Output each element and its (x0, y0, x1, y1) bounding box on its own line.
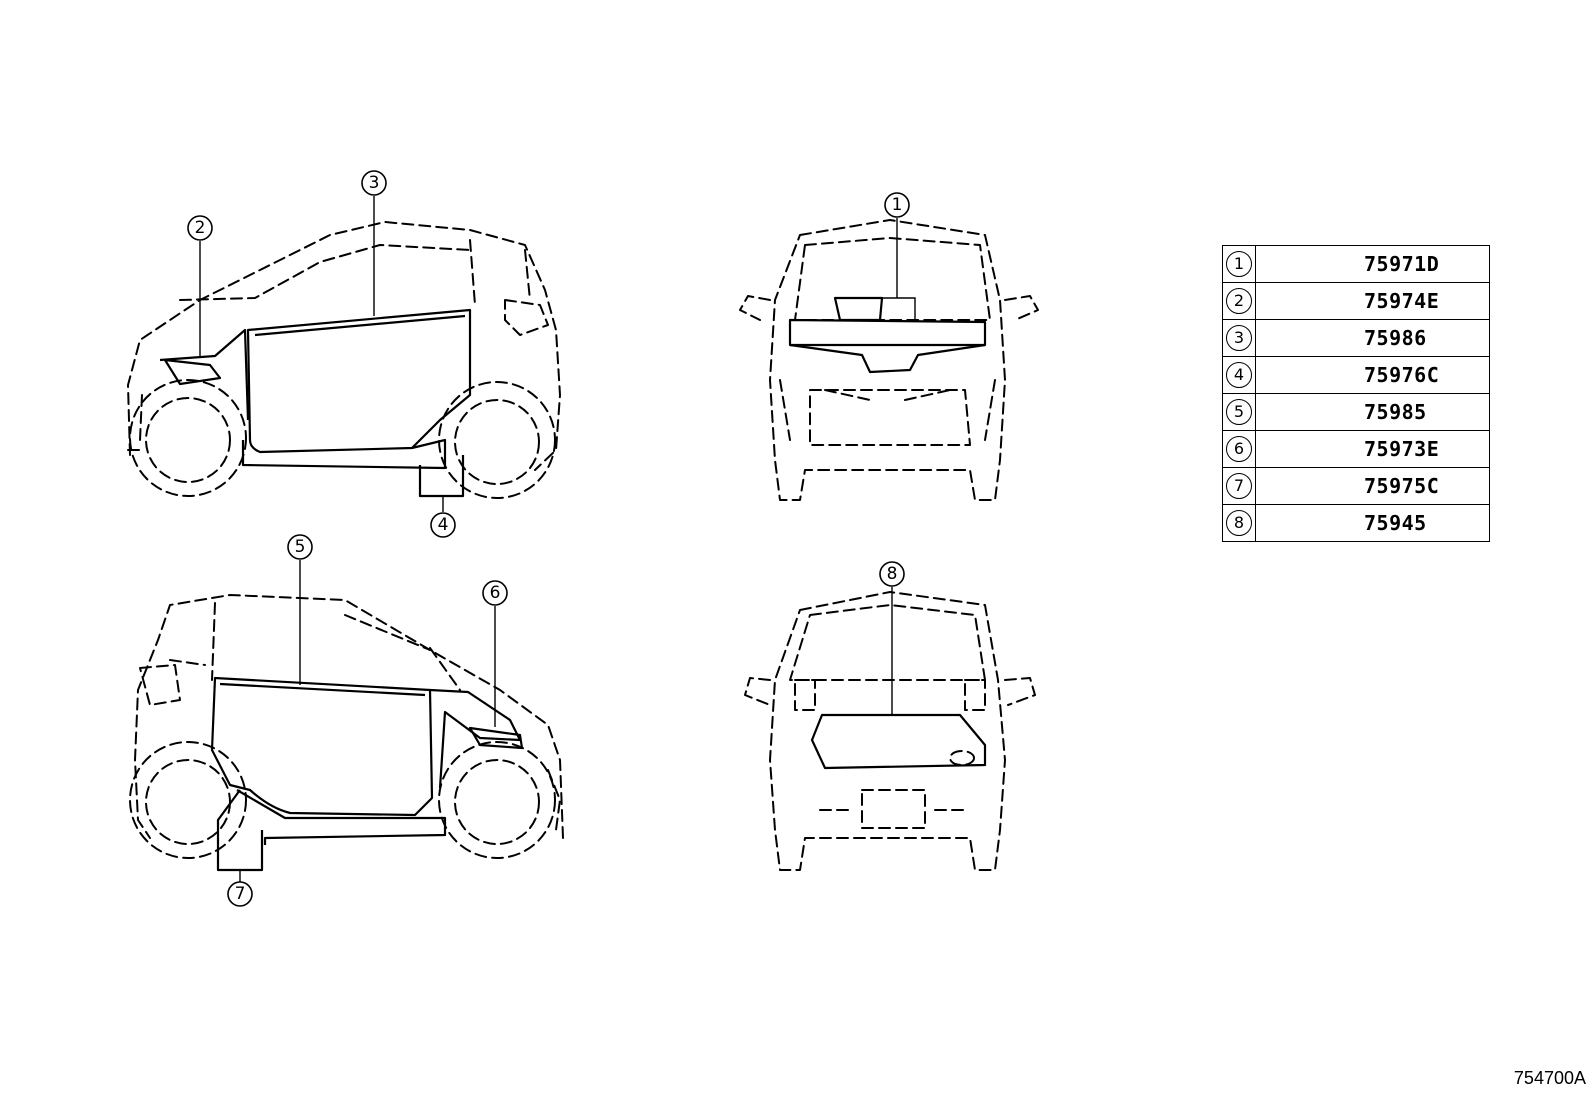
part-number: 1 (1226, 251, 1252, 277)
parts-table: 1 75971D 2 75974E 3 75986 4 75976C 5 759… (1222, 245, 1490, 542)
part-code: 75945 (1255, 504, 1490, 542)
part-code: 75973E (1255, 430, 1490, 468)
callout-2: 2 (187, 215, 213, 241)
callout-2-label: 2 (195, 218, 206, 238)
table-row: 1 75971D (1222, 245, 1490, 283)
car-rear-view (744, 591, 1036, 871)
car-left-side-view (127, 221, 561, 499)
callout-3-label: 3 (369, 173, 380, 193)
table-row: 6 75973E (1222, 430, 1490, 468)
part-number: 5 (1226, 399, 1252, 425)
part-code: 75986 (1255, 319, 1490, 357)
callout-4-label: 4 (438, 515, 449, 535)
part-number: 8 (1226, 510, 1252, 536)
callout-6: 6 (482, 580, 508, 606)
callout-7: 7 (227, 881, 253, 907)
part-number: 6 (1226, 436, 1252, 462)
diagram-reference-code: 754700A (1513, 1068, 1586, 1088)
part-code: 75976C (1255, 356, 1490, 394)
table-row: 2 75974E (1222, 282, 1490, 320)
part-code: 75971D (1255, 245, 1490, 283)
car-front-view (739, 219, 1039, 501)
part-code: 75975C (1255, 467, 1490, 505)
callout-1: 1 (884, 192, 910, 218)
callout-1-label: 1 (892, 195, 903, 215)
callout-8-label: 8 (887, 564, 898, 584)
callout-3: 3 (361, 170, 387, 196)
callout-8: 8 (879, 561, 905, 587)
part-number: 7 (1226, 473, 1252, 499)
part-number: 4 (1226, 362, 1252, 388)
table-row: 4 75976C (1222, 356, 1490, 394)
callout-6-label: 6 (490, 583, 501, 603)
table-row: 7 75975C (1222, 467, 1490, 505)
callout-5: 5 (287, 534, 313, 560)
table-row: 8 75945 (1222, 504, 1490, 542)
table-row: 3 75986 (1222, 319, 1490, 357)
part-code: 75985 (1255, 393, 1490, 431)
callout-4: 4 (430, 512, 456, 538)
callout-leaders (199, 196, 898, 882)
part-number: 2 (1226, 288, 1252, 314)
callout-7-label: 7 (235, 884, 246, 904)
part-code: 75974E (1255, 282, 1490, 320)
callout-5-label: 5 (295, 537, 306, 557)
car-right-side-view (129, 594, 564, 872)
part-number: 3 (1226, 325, 1252, 351)
table-row: 5 75985 (1222, 393, 1490, 431)
